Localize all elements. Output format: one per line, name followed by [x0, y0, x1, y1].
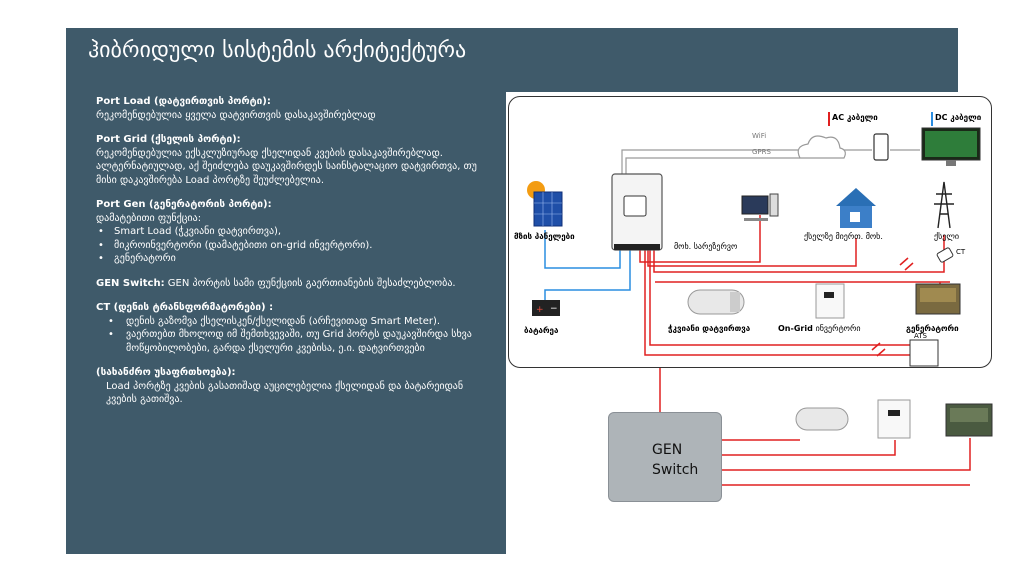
solar-line — [544, 230, 621, 269]
water-heater-icon — [687, 289, 745, 315]
switch-line-2 — [720, 440, 896, 456]
ct-label: CT — [956, 248, 966, 256]
cloud-icon — [797, 135, 846, 159]
section-ct: CT (დენის ტრანსფორმატორები) : დენის გაზო… — [96, 301, 496, 355]
section-body: GEN პორტის სამი ფუნქციის გაერთიანების შე… — [167, 277, 456, 289]
section-heading: Port Load (დატვირთვის პორტი): — [96, 96, 271, 107]
solar-panel-icon — [527, 181, 563, 227]
ac-legend-bar — [828, 112, 830, 126]
section-intro: დამატებითი ფუნქცია: — [96, 212, 202, 224]
section-gen: Port Gen (გენერატორის პორტი): დამატებითი… — [96, 198, 496, 266]
ats-label: ATS — [914, 332, 927, 340]
list-item: ვაერთებთ მხოლოდ იმ შემთხვევაში, თუ Grid … — [106, 328, 496, 355]
house-label: ქსელზე მიერთ. მოხ. — [804, 232, 883, 241]
wifi-line — [621, 149, 800, 178]
generator-label: გენერატორი — [906, 324, 959, 333]
ct-list: დენის გაზომვა ქსელისკენ/ქსელიდან (არჩევი… — [96, 315, 496, 356]
section-text: GEN Switch: GEN პორტის სამი ფუნქციის გაე… — [96, 277, 496, 291]
section-text: რეკომენდებულია ყველა დატვირთვის დასაკავშ… — [96, 109, 376, 121]
generator-icon — [915, 283, 961, 315]
section-text: Load პორტზე კვების გასათიშად აუცილებელია… — [106, 380, 464, 406]
gen-list: Smart Load (ჭკვიანი დატვირთვა), მიკროინვ… — [96, 225, 496, 266]
svg-text:+: + — [536, 305, 544, 315]
user-line — [639, 215, 761, 263]
gen-switch-box — [608, 412, 722, 502]
generator-icon — [945, 403, 993, 437]
gen-switch-label: GEN Switch — [652, 440, 698, 480]
house-line — [647, 238, 857, 267]
battery-line — [544, 250, 631, 305]
computer-icon — [741, 193, 779, 221]
break-marks-2 — [871, 342, 886, 357]
system-diagram — [508, 96, 992, 368]
svg-text:−: − — [550, 304, 558, 314]
ct-icon — [936, 247, 954, 263]
on-grid-rest: ინვერტორი — [815, 324, 861, 333]
list-item: გენერატორი — [96, 252, 496, 266]
wifi-label: WiFi — [752, 132, 767, 140]
gprs-label: GPRS — [752, 148, 771, 156]
battery-label: ბატარეა — [524, 326, 559, 335]
section-switch: GEN Switch: GEN პორტის სამი ფუნქციის გაე… — [96, 277, 496, 291]
gprs-line — [625, 157, 800, 178]
gen-line-1 — [644, 250, 930, 356]
section-heading: GEN Switch: — [96, 277, 165, 289]
gen-switch-line1: GEN — [652, 442, 683, 458]
break-marks — [899, 257, 914, 271]
inverter-icon — [611, 173, 663, 251]
user-label: მოხ. სარეზერვო — [674, 242, 738, 251]
text-panel — [66, 28, 506, 554]
dc-cable-label: DC კაბელი — [935, 113, 982, 122]
section-heading: Port Gen (გენერატორის პორტი): — [96, 199, 272, 210]
on-grid-bold: On-Grid — [778, 324, 813, 333]
dc-legend-bar — [931, 112, 933, 126]
smart-load-label: ჭკვიანი დატვირთვა — [668, 324, 751, 333]
dc-lines — [544, 230, 631, 305]
switch-line-3 — [720, 438, 971, 471]
on-grid-label: On-Grid ინვერტორი — [778, 324, 860, 333]
section-heading: CT (დენის ტრანსფორმატორები) : — [96, 302, 274, 313]
section-safety: (სახანძრო უსაფრთხოება): Load პორტზე კვებ… — [96, 366, 496, 407]
list-item: Smart Load (ჭკვიანი დატვირთვა), — [96, 225, 496, 239]
ats-icon — [909, 339, 939, 367]
slide-title: ჰიბრიდული სისტემის არქიტექტურა — [88, 38, 467, 63]
title-bar — [66, 28, 958, 92]
phone-icon — [873, 133, 889, 161]
ac-cable-label: AC კაბელი — [832, 113, 878, 122]
on-grid-inverter-icon — [815, 283, 845, 319]
house-icon — [836, 188, 876, 228]
on-grid-inverter-icon — [877, 399, 911, 439]
water-heater-icon — [795, 407, 849, 431]
section-grid: Port Grid (ქსელის პორტი): რეკომენდებულია… — [96, 133, 496, 187]
section-heading: Port Grid (ქსელის პორტი): — [96, 134, 241, 145]
grid-label: ქსელი — [934, 232, 959, 241]
list-item: დენის გაზომვა ქსელისკენ/ქსელიდან (არჩევი… — [106, 315, 496, 329]
gen-line-2 — [649, 250, 930, 346]
monitor-icon — [921, 127, 981, 166]
comm-lines — [621, 149, 920, 178]
section-heading: (სახანძრო უსაფრთხოება): — [96, 367, 236, 378]
section-text: რეკომენდებულია ექსკლუზიურად ქსელიდან კვე… — [96, 147, 477, 186]
list-item: მიკროინვერტორი (დამატებითი on-grid ინვერ… — [96, 239, 496, 253]
pylon-icon — [934, 181, 954, 229]
solar-label: მზის პანელები — [514, 232, 575, 241]
gen-switch-line2: Switch — [652, 462, 699, 478]
section-load: Port Load (დატვირთვის პორტი): რეკომენდებ… — [96, 95, 496, 122]
battery-icon: + − — [532, 300, 560, 316]
content: Port Load (დატვირთვის პორტი): რეკომენდებ… — [96, 95, 496, 418]
